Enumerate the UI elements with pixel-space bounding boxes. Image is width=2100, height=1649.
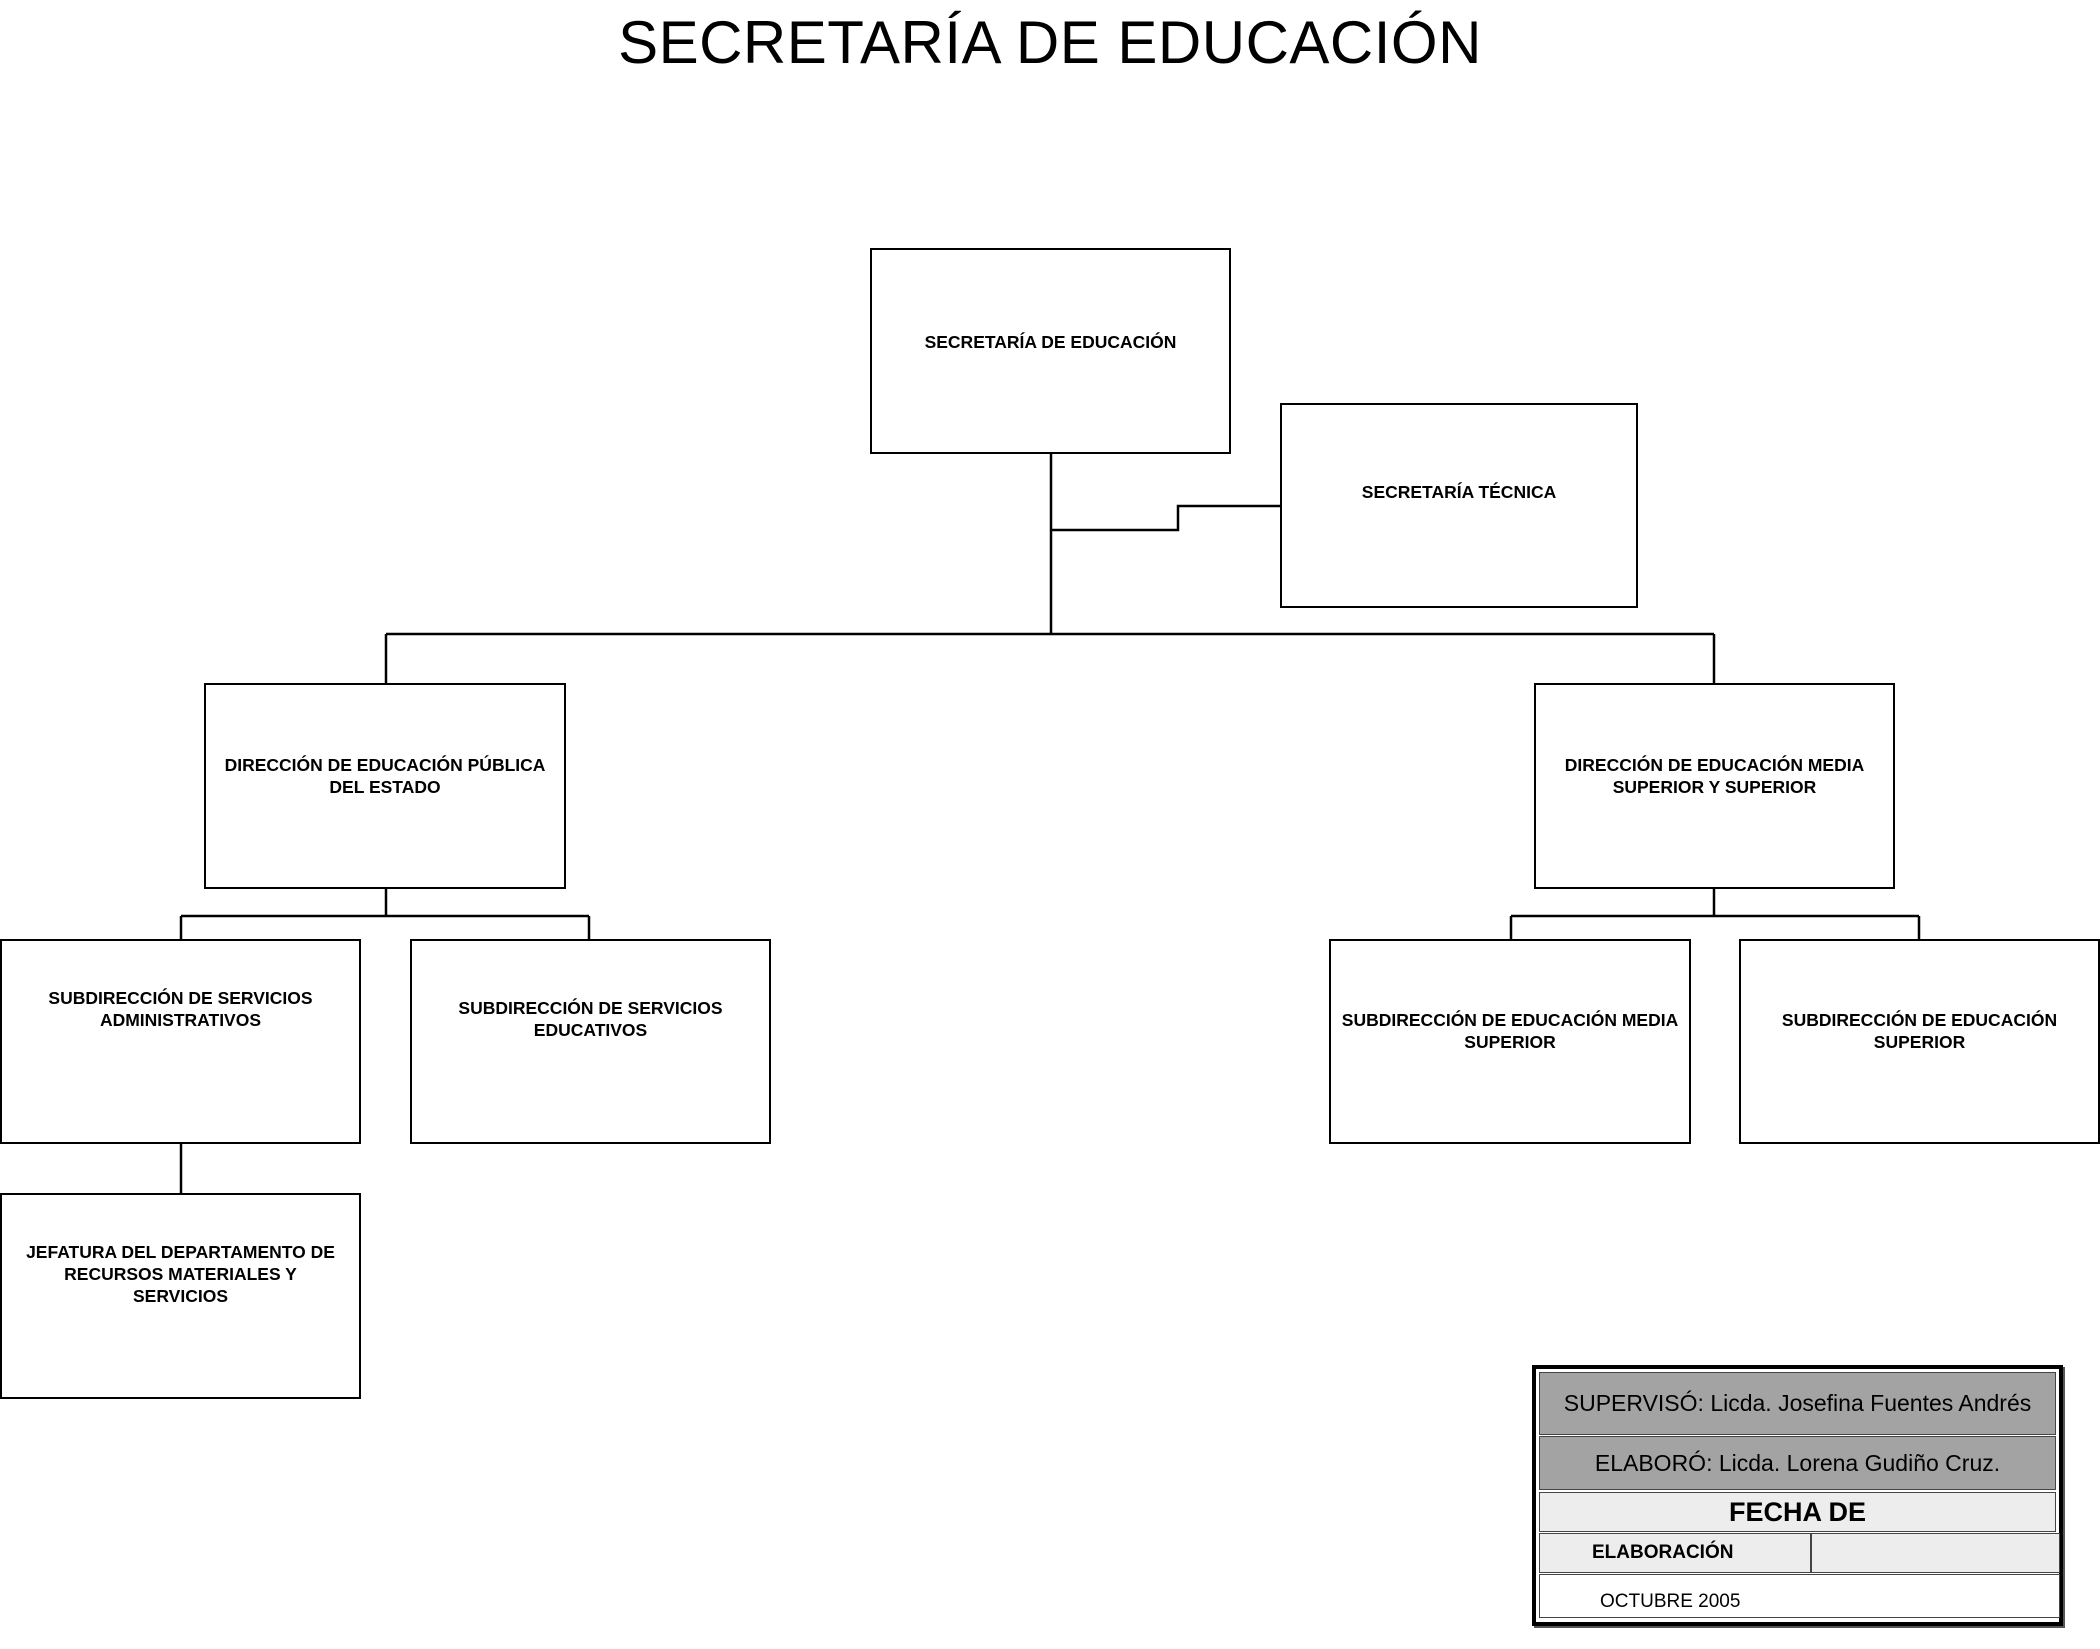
page-title: SECRETARÍA DE EDUCACIÓN — [618, 9, 1482, 76]
node-subdireccion-servicios-educativos: SUBDIRECCIÓN DE SERVICIOS EDUCATIVOS — [410, 939, 771, 1144]
node-jefatura-recursos-materiales-label: JEFATURA DEL DEPARTAMENTO DE RECURSOS MA… — [26, 1242, 335, 1306]
node-subdireccion-servicios-administrativos: SUBDIRECCIÓN DE SERVICIOS ADMINISTRATIVO… — [0, 939, 361, 1144]
fecha-value-cell: OCTUBRE 2005 — [1539, 1574, 2060, 1618]
node-subdireccion-educacion-media-superior-label: SUBDIRECCIÓN DE EDUCACIÓN MEDIA SUPERIOR — [1341, 1010, 1679, 1052]
node-secretaria-tecnica: SECRETARÍA TÉCNICA — [1280, 403, 1638, 608]
node-direccion-educacion-publica: DIRECCIÓN DE EDUCACIÓN PÚBLICA DEL ESTAD… — [204, 683, 566, 889]
node-jefatura-recursos-materiales: JEFATURA DEL DEPARTAMENTO DE RECURSOS MA… — [0, 1193, 361, 1399]
superviso-row: SUPERVISÓ: Licda. Josefina Fuentes André… — [1539, 1372, 2056, 1435]
fecha-value: OCTUBRE 2005 — [1600, 1591, 1741, 1612]
elaboracion-empty-cell — [1811, 1533, 2060, 1573]
document-info-table: SUPERVISÓ: Licda. Josefina Fuentes André… — [1532, 1365, 2063, 1626]
node-subdireccion-servicios-administrativos-label: SUBDIRECCIÓN DE SERVICIOS ADMINISTRATIVO… — [48, 988, 313, 1030]
elaboracion-label-cell: ELABORACIÓN — [1539, 1533, 1811, 1573]
elaboro-text: ELABORÓ: Licda. Lorena Gudiño Cruz. — [1594, 1449, 2001, 1476]
node-secretaria-educacion: SECRETARÍA DE EDUCACIÓN — [870, 248, 1231, 454]
node-subdireccion-educacion-superior-label: SUBDIRECCIÓN DE EDUCACIÓN SUPERIOR — [1781, 1010, 2058, 1052]
node-subdireccion-educacion-media-superior: SUBDIRECCIÓN DE EDUCACIÓN MEDIA SUPERIOR — [1329, 939, 1691, 1144]
superviso-text: SUPERVISÓ: Licda. Josefina Fuentes André… — [1563, 1390, 2032, 1416]
elaboracion-label: ELABORACIÓN — [1592, 1542, 1734, 1563]
connector-secretaria-tecnica — [1051, 504, 1281, 532]
node-secretaria-educacion-label: SECRETARÍA DE EDUCACIÓN — [924, 332, 1177, 352]
node-direccion-educacion-media: DIRECCIÓN DE EDUCACIÓN MEDIA SUPERIOR Y … — [1534, 683, 1895, 889]
node-direccion-educacion-media-label: DIRECCIÓN DE EDUCACIÓN MEDIA SUPERIOR Y … — [1564, 755, 1865, 797]
node-direccion-educacion-publica-label: DIRECCIÓN DE EDUCACIÓN PÚBLICA DEL ESTAD… — [224, 755, 546, 797]
fecha-title-row: FECHA DE — [1539, 1492, 2056, 1532]
fecha-title: FECHA DE — [1728, 1496, 1866, 1527]
node-subdireccion-educacion-superior: SUBDIRECCIÓN DE EDUCACIÓN SUPERIOR — [1739, 939, 2100, 1144]
elaboro-row: ELABORÓ: Licda. Lorena Gudiño Cruz. — [1539, 1436, 2056, 1490]
node-subdireccion-servicios-educativos-label: SUBDIRECCIÓN DE SERVICIOS EDUCATIVOS — [458, 998, 723, 1040]
node-secretaria-tecnica-label: SECRETARÍA TÉCNICA — [1361, 481, 1557, 502]
